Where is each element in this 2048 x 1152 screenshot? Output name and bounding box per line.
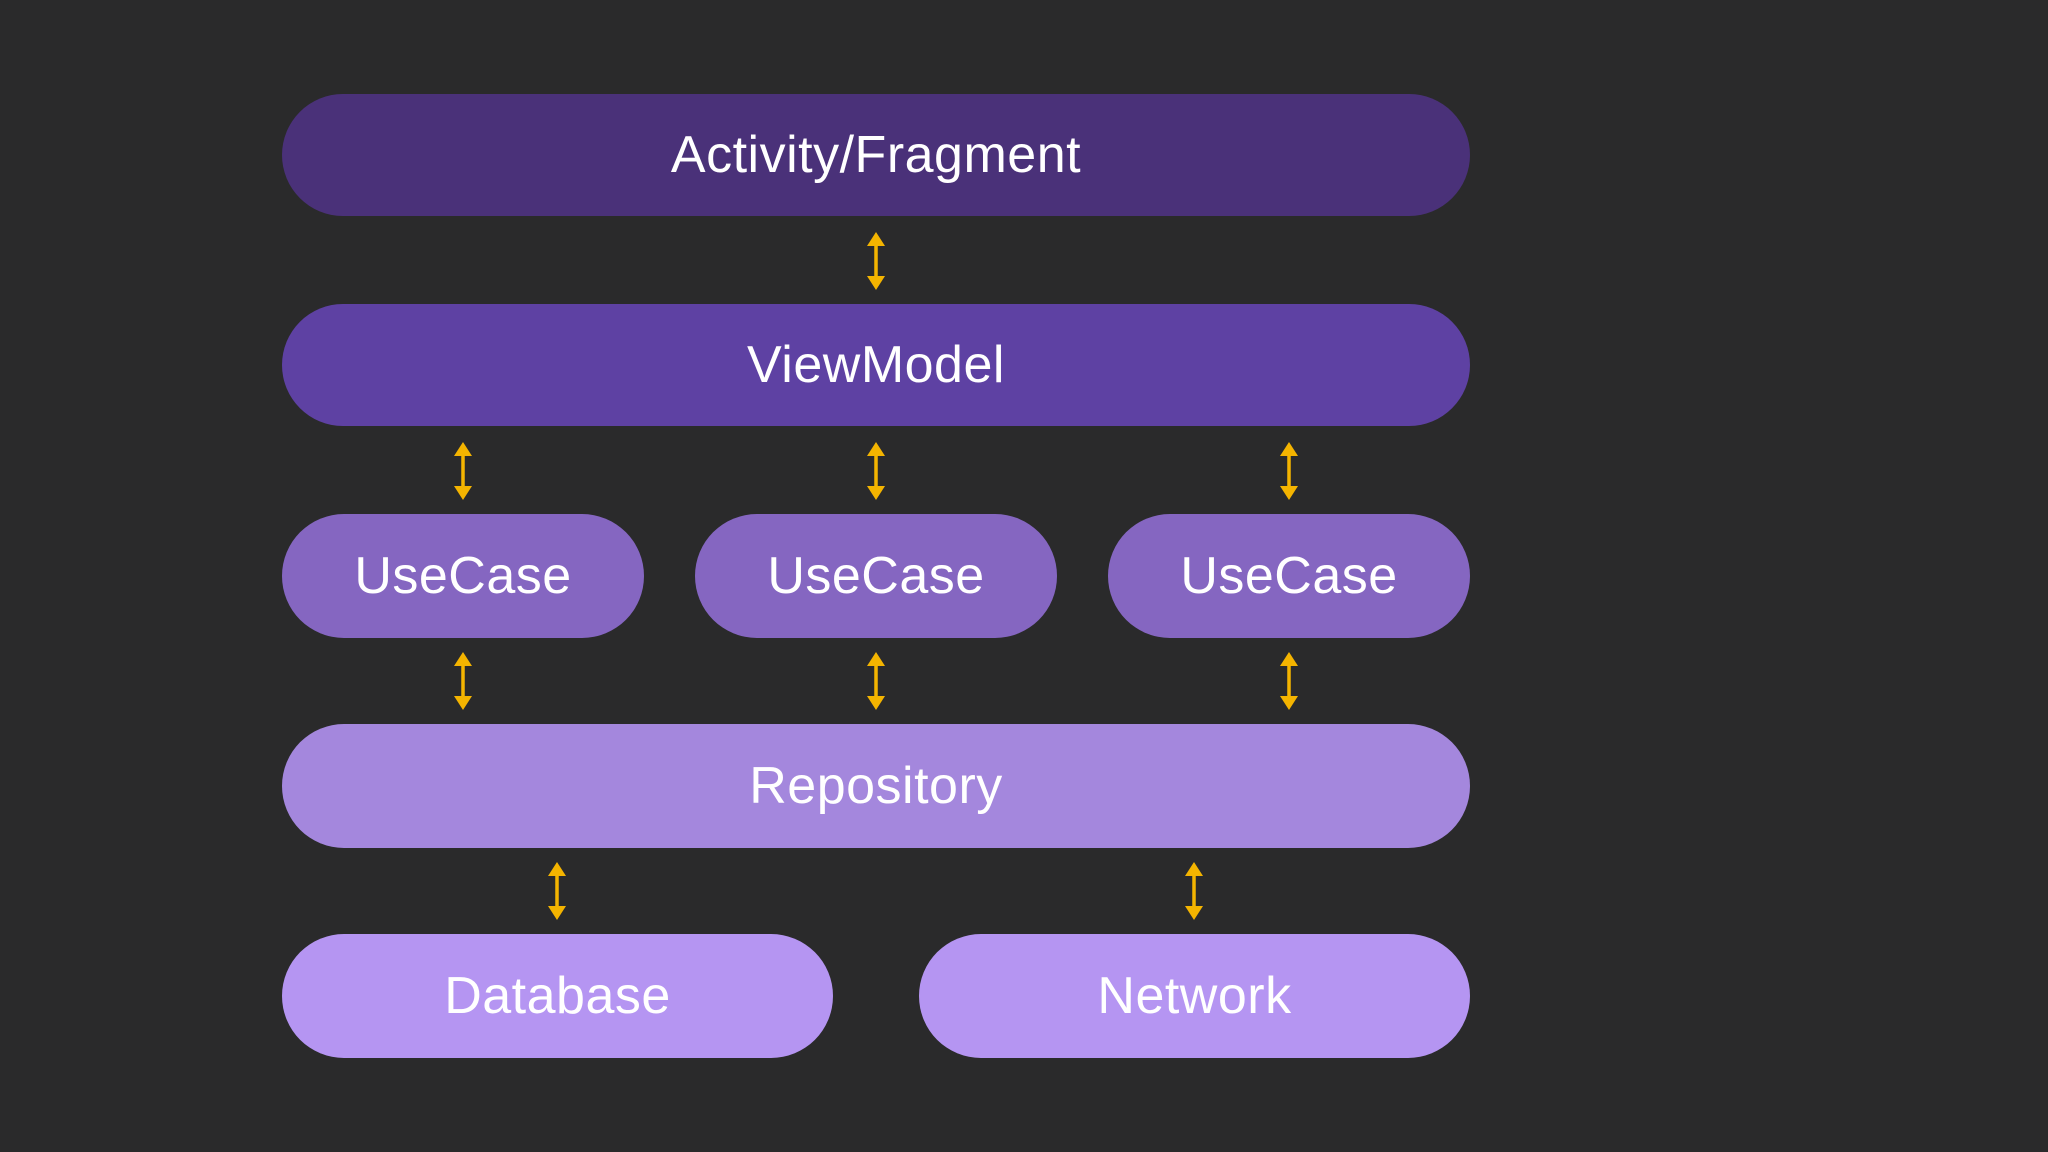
usecase-node: UseCase (695, 514, 1057, 638)
viewmodel-label: ViewModel (747, 336, 1005, 394)
usecase-label: UseCase (354, 547, 572, 605)
bidirectional-arrow-icon (865, 652, 887, 710)
bidirectional-arrow-icon (452, 652, 474, 710)
repository-layer: Repository (282, 724, 1470, 848)
usecase-label: UseCase (1180, 547, 1398, 605)
bidirectional-arrow-icon (546, 862, 568, 920)
bidirectional-arrow-icon (865, 232, 887, 290)
repository-label: Repository (749, 757, 1003, 815)
viewmodel-layer: ViewModel (282, 304, 1470, 426)
database-node: Database (282, 934, 833, 1058)
activity-fragment-layer: Activity/Fragment (282, 94, 1470, 216)
bidirectional-arrow-icon (1278, 652, 1300, 710)
bidirectional-arrow-icon (452, 442, 474, 500)
database-label: Database (444, 967, 671, 1025)
network-node: Network (919, 934, 1470, 1058)
usecase-label: UseCase (767, 547, 985, 605)
usecase-node: UseCase (1108, 514, 1470, 638)
activity-fragment-label: Activity/Fragment (670, 126, 1082, 184)
bidirectional-arrow-icon (1183, 862, 1205, 920)
usecase-node: UseCase (282, 514, 644, 638)
bidirectional-arrow-icon (865, 442, 887, 500)
bidirectional-arrow-icon (1278, 442, 1300, 500)
network-label: Network (1097, 967, 1292, 1025)
